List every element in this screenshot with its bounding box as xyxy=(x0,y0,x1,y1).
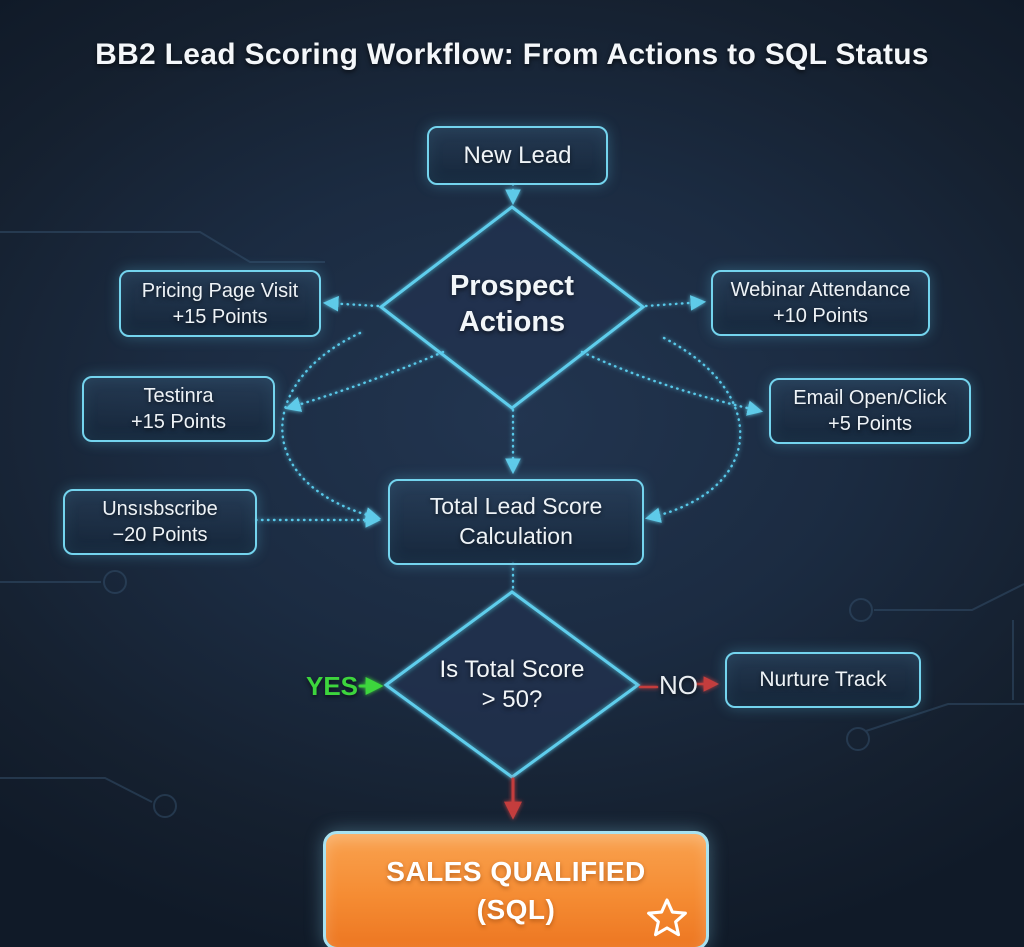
node-email-line1: Email Open/Click xyxy=(793,387,947,409)
node-sales-qualified-sql: SALES QUALIFIED (SQL) xyxy=(323,831,709,947)
node-unsubscribe-line1: Unsısbscribe xyxy=(102,498,218,520)
page-title: BB2 Lead Scoring Workflow: From Actions … xyxy=(95,38,929,71)
score-decision-label: Is Total Score > 50? xyxy=(412,655,612,715)
edge-left-loop-to-calc xyxy=(281,331,382,523)
circuit-trace-decoration xyxy=(0,231,1024,818)
prospect-actions-label: Prospect Actions xyxy=(402,268,622,341)
node-nurture-track: Nurture Track xyxy=(725,652,921,708)
node-testinra-line2: +15 Points xyxy=(130,411,227,433)
sql-line2: (SQL) xyxy=(476,893,556,925)
sql-line1: SALES QUALIFIED xyxy=(386,855,646,887)
node-email-line2: +5 Points xyxy=(828,413,912,435)
no-label: NO xyxy=(659,670,698,700)
node-webinar-line2: +10 Points xyxy=(772,305,869,327)
node-webinar-attendance: Webinar Attendance +10 Points xyxy=(711,270,930,336)
node-unsubscribe: Unsısbscribe −20 Points xyxy=(63,489,257,555)
edge-prospect-to-pricing xyxy=(322,295,380,312)
yes-label: YES xyxy=(306,671,359,701)
node-webinar-line1: Webinar Attendance xyxy=(730,279,911,301)
prospect-actions-line1: Prospect xyxy=(449,270,575,302)
node-new-lead: New Lead xyxy=(427,126,608,185)
node-calc-line1: Total Lead Score xyxy=(429,493,603,520)
score-decision-line1: Is Total Score xyxy=(439,656,585,683)
prospect-actions-line2: Actions xyxy=(458,306,566,339)
node-testinra-line1: Testinra xyxy=(143,385,214,407)
node-pricing-line2: +15 Points xyxy=(172,305,268,328)
node-testinra: Testinra +15 Points xyxy=(82,376,275,442)
edge-prospect-to-testinra xyxy=(285,350,445,412)
star-icon xyxy=(647,898,687,937)
prospect-actions-diamond xyxy=(378,205,646,410)
node-email-open-click: Email Open/Click +5 Points xyxy=(769,378,971,444)
edge-prospect-to-webinar xyxy=(644,295,707,311)
node-nurture-label: Nurture Track xyxy=(759,668,887,692)
node-pricing-line1: Pricing Page Visit xyxy=(141,279,299,302)
edge-right-loop-to-calc xyxy=(644,336,742,523)
edge-prospect-to-email xyxy=(580,350,764,416)
node-new-lead-label: New Lead xyxy=(463,141,572,169)
score-decision-line2: > 50? xyxy=(481,686,543,713)
node-calc-line2: Calculation xyxy=(459,523,573,549)
node-unsubscribe-line2: −20 Points xyxy=(112,524,208,546)
score-decision-diamond xyxy=(383,590,641,779)
node-pricing-page-visit: Pricing Page Visit +15 Points xyxy=(119,270,321,337)
node-total-lead-score: Total Lead Score Calculation xyxy=(388,479,644,565)
